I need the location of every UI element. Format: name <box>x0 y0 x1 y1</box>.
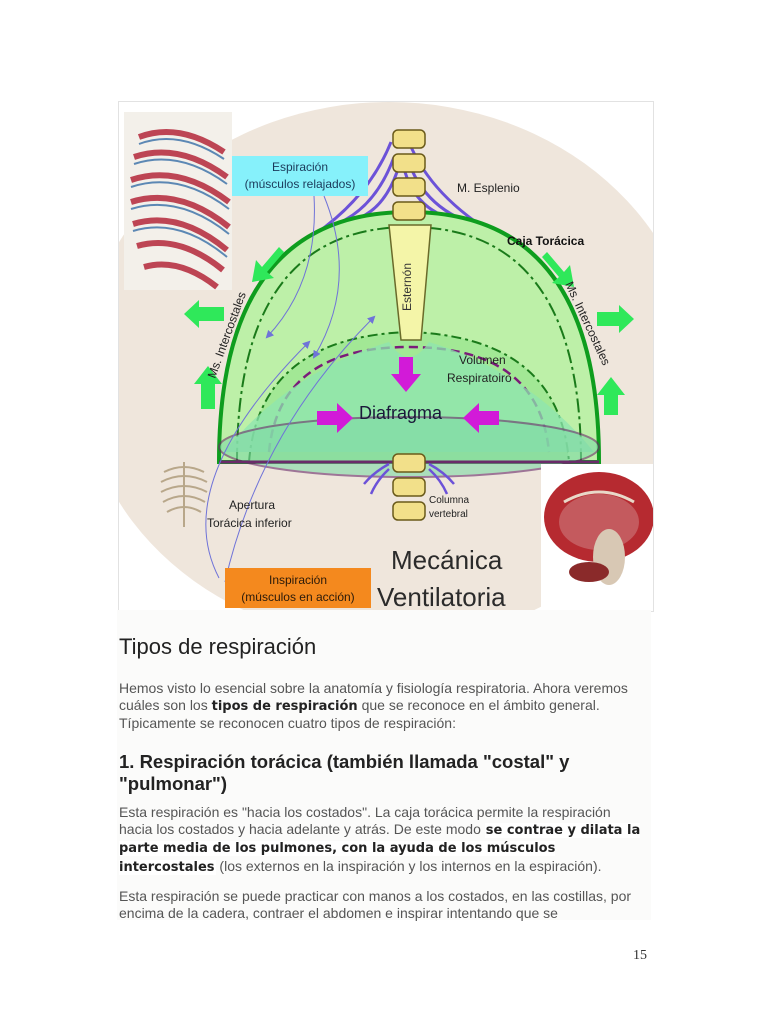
green-arrow-icon <box>252 247 284 282</box>
mecanica-title-2: Ventilatoria <box>377 582 506 611</box>
subsection-heading: 1. Respiración torácica (también llamada… <box>119 751 570 794</box>
apertura-label-2: Torácica inferior <box>207 516 292 530</box>
green-arrow-icon <box>597 305 634 333</box>
caja-toracica-label: Caja Torácica <box>507 234 584 248</box>
paragraph-thoracic: Esta respiración es "hacia los costados"… <box>119 804 641 875</box>
magenta-arrow-icon <box>463 403 499 433</box>
diaphragm-photo <box>541 464 653 611</box>
diagram-svg: Esternón <box>119 102 653 611</box>
esplenio-label: M. Esplenio <box>457 181 520 195</box>
magenta-arrow-icon <box>391 357 421 392</box>
inspiracion-label-2: (músculos en acción) <box>241 590 354 604</box>
lower-nerves <box>363 462 455 495</box>
inspiracion-label-1: Inspiración <box>269 573 327 587</box>
article-body: Tipos de respiración Hemos visto lo esen… <box>117 610 651 921</box>
diaphragm-arrows <box>317 357 499 433</box>
espiracion-label-2: (músculos relajados) <box>245 177 356 191</box>
green-arrow-icon <box>184 300 224 328</box>
green-arrow-icon <box>194 366 222 409</box>
section-heading: Tipos de respiración <box>119 634 317 659</box>
volumen-label-2: Respiratoiro <box>447 371 512 385</box>
columna-label-1: Columna <box>429 495 469 506</box>
pointer-lines <box>205 195 376 583</box>
espiracion-box <box>232 156 368 196</box>
espiracion-label-1: Espiración <box>272 160 328 174</box>
paragraph-practice: Esta respiración se puede practicar con … <box>119 888 632 921</box>
inspiracion-box <box>225 568 371 608</box>
columna-label-2: vertebral <box>429 509 468 520</box>
spine <box>392 129 426 521</box>
page-number: 15 <box>633 948 647 963</box>
ventilatory-mechanics-figure: Esternón <box>118 101 654 612</box>
expansion-arrows <box>184 247 634 415</box>
magenta-arrow-icon <box>317 403 353 433</box>
apertura-label-1: Apertura <box>229 498 275 512</box>
sternum <box>388 224 432 341</box>
intro-paragraph: Hemos visto lo esencial sobre la anatomí… <box>119 680 628 731</box>
mecanica-title-1: Mecánica <box>391 545 503 575</box>
intro-bold: tipos de respiración <box>211 698 358 714</box>
volumen-label-1: Volumen <box>459 353 506 367</box>
diafragma-label: Diafragma <box>359 403 443 423</box>
skeleton-icon <box>160 462 208 527</box>
green-arrow-icon <box>542 252 574 287</box>
green-arrow-icon <box>597 377 625 415</box>
ribcage-photo <box>124 112 232 290</box>
esternon-label: Esternón <box>400 263 414 311</box>
